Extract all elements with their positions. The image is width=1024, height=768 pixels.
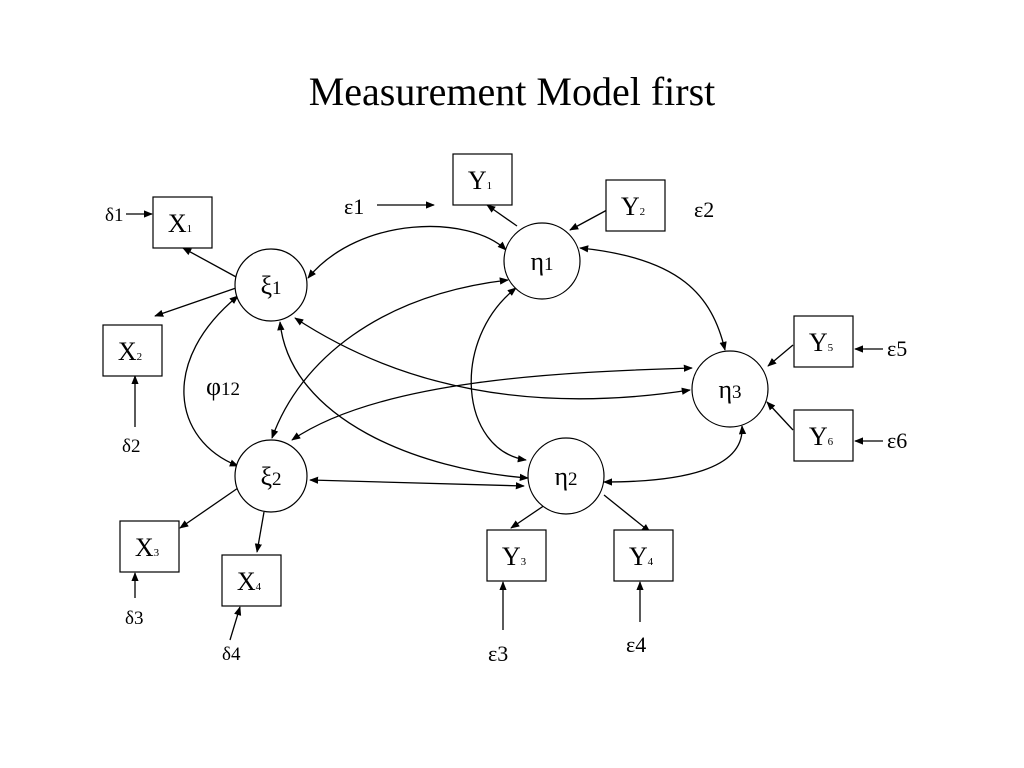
page-title: Measurement Model first [308,69,716,114]
svg-text:ξ2: ξ2 [260,462,281,491]
cov-xi2-eta1 [271,277,509,439]
latent-eta3: η3 [691,350,769,428]
indicator-y2: Y2 [605,179,666,232]
cov-eta1-eta2 [470,287,527,463]
svg-text:ξ1: ξ1 [260,271,281,300]
indicator-x2: X2 [102,324,163,377]
latent-xi2: ξ2 [234,439,308,513]
indicator-y3: Y3 [486,529,547,582]
cov-eta2-eta3 [603,425,747,486]
svg-text:X3: X3 [135,533,160,562]
error-d3: δ3 [125,608,143,629]
error-d4: δ4 [222,644,241,665]
indicator-x4: X4 [221,554,282,607]
indicator-y6: Y6 [793,409,854,462]
latent-xi1: ξ1 [234,248,308,322]
load-xi1-x2 [154,287,237,317]
error-d1: δ1 [105,205,123,226]
indicator-y5: Y5 [793,315,854,368]
cov-xi2-eta3 [291,364,693,441]
load-eta3-y6 [766,401,794,431]
load-xi1-x1 [182,247,239,279]
svg-text:Y2: Y2 [621,192,645,221]
arrow-d4 [229,606,242,641]
error-e5: ε5 [887,336,907,361]
load-eta2-y3 [510,504,546,529]
svg-text:η3: η3 [718,375,741,404]
indicator-y4: Y4 [613,529,674,582]
svg-text:Y6: Y6 [809,422,834,451]
svg-text:X1: X1 [168,209,192,238]
indicator-x3: X3 [119,520,180,573]
svg-text:Y4: Y4 [629,542,654,571]
svg-text:Y1: Y1 [468,166,492,195]
cov-xi1-eta1 [307,225,507,279]
error-d2: δ2 [122,436,140,457]
load-xi2-x4 [254,511,265,553]
error-e2: ε2 [694,197,714,222]
load-xi2-x3 [179,487,239,529]
load-eta3-y5 [767,344,794,367]
error-e4: ε4 [626,632,646,657]
indicator-x1: X1 [152,196,213,249]
cov-xi1-xi2 [183,295,239,467]
svg-text:X4: X4 [237,567,262,596]
indicator-y1: Y1 [452,153,513,206]
error-e6: ε6 [887,428,907,453]
cov-xi2-eta2 [309,476,525,490]
svg-text:η2: η2 [554,462,577,491]
load-eta2-y4 [603,494,651,533]
svg-text:X2: X2 [118,337,142,366]
cov-xi1-eta3 [294,317,691,400]
latent-eta1: η1 [503,222,581,300]
cov-eta1-eta3 [579,245,727,351]
load-eta1-y1 [486,204,518,227]
cov-xi1-eta2 [277,321,529,482]
covariance-label-phi12: φ12 [206,372,240,401]
latent-eta2: η2 [527,437,605,515]
error-e1: ε1 [344,194,364,219]
svg-text:η1: η1 [530,247,553,276]
svg-text:Y5: Y5 [809,328,834,357]
load-eta1-y2 [569,209,608,231]
error-e3: ε3 [488,641,508,666]
svg-text:Y3: Y3 [502,542,527,571]
